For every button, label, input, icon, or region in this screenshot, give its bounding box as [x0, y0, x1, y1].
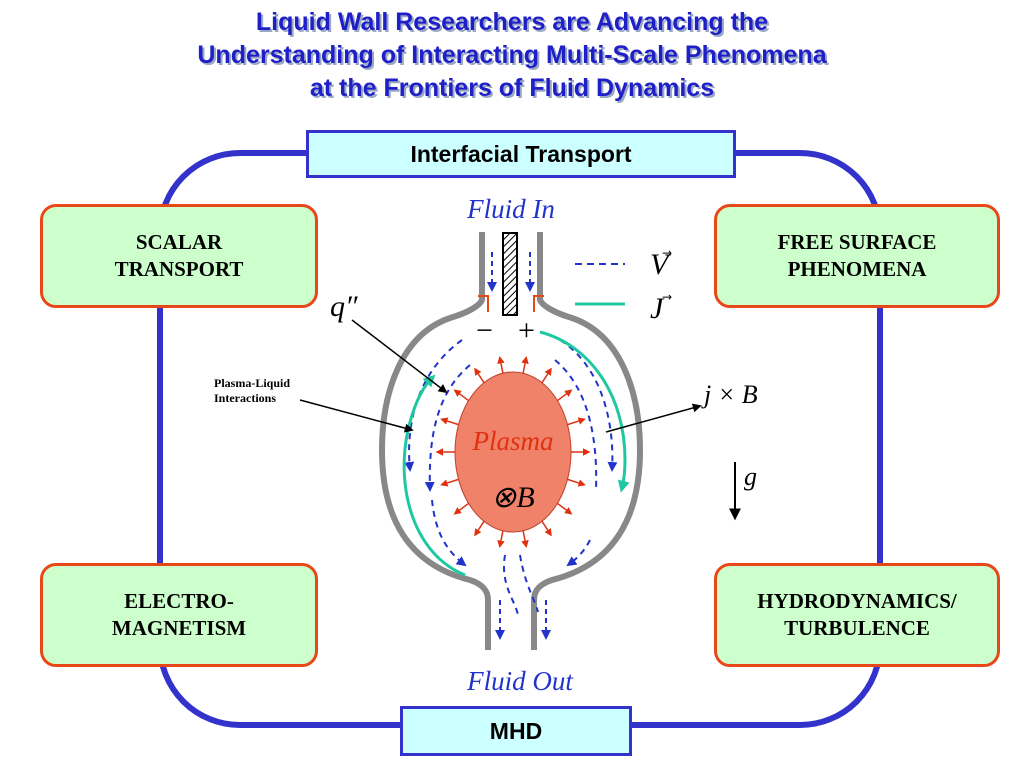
flow-line-outlet-center-2 [519, 554, 539, 613]
electromagnetism-line-1: ELECTRO- [124, 589, 234, 613]
flow-line-right-lower [566, 539, 591, 567]
heat-flux-arrow [453, 502, 470, 515]
fluid-out-label: Fluid Out [467, 666, 573, 696]
gravity-label: g [744, 462, 757, 491]
plasma-liquid-note-line-2: Interactions [214, 391, 276, 405]
heat-flux-arrow [567, 417, 586, 426]
current-line-left [402, 374, 466, 577]
heat-flux-arrow [497, 530, 505, 549]
heat-flux-arrow [556, 389, 573, 402]
heat-flux-arrows [435, 355, 591, 549]
heat-flux-arrow [521, 530, 529, 549]
scalar-transport-box: SCALAR TRANSPORT [40, 204, 318, 308]
minus-sign: − [476, 314, 493, 347]
legend-velocity-label: V [650, 248, 669, 281]
flow-line-left-lower [431, 499, 467, 567]
hydrodynamics-line-1: HYDRODYNAMICS/ [757, 589, 957, 613]
hydrodynamics-box: HYDRODYNAMICS/ TURBULENCE [714, 563, 1000, 667]
flow-line-left-inner [424, 364, 471, 492]
plasma-liquid-pointer [299, 399, 414, 433]
plasma-liquid-note: Plasma-Liquid Interactions [214, 376, 290, 406]
heat-flux-arrow [440, 478, 459, 487]
title-line-2: Understanding of Interacting Multi-Scale… [197, 41, 827, 69]
lorentz-force-label: j × B [704, 380, 758, 409]
plasma-label: Plasma [472, 426, 554, 456]
heat-flux-arrow [521, 355, 529, 374]
flow-line-right-inner [554, 359, 598, 491]
plus-sign: + [518, 314, 535, 347]
heat-flux-arrow [556, 502, 573, 515]
fluid-in-label: Fluid In [467, 194, 555, 224]
scalar-transport-line-1: SCALAR [135, 230, 223, 254]
heat-flux-pointer [351, 319, 448, 394]
magnetic-field-label: ⊗B [491, 481, 535, 514]
heat-flux-arrow [567, 478, 586, 487]
hydrodynamics-line-2: TURBULENCE [784, 616, 930, 640]
scalar-transport-line-2: TRANSPORT [114, 257, 244, 281]
flow-line-outlet-center [503, 554, 519, 616]
flow-line-right-outer [559, 339, 618, 472]
interfacial-transport-label: Interfacial Transport [306, 130, 736, 178]
heat-flux-arrow [440, 417, 459, 426]
free-surface-box: FREE SURFACE PHENOMENA [714, 204, 1000, 308]
current-line-right [539, 330, 630, 493]
electromagnetism-box: ELECTRO- MAGNETISM [40, 563, 318, 667]
electrode-left [478, 295, 489, 312]
vector-mark-v: → [662, 246, 673, 260]
slide-title: Liquid Wall Researchers are Advancing th… [0, 6, 1024, 105]
vector-mark-j: → [662, 290, 673, 304]
heat-flux-arrow [453, 389, 470, 402]
electrode-right [533, 295, 544, 312]
vessel-wall [379, 232, 491, 650]
inlet-plate [502, 232, 518, 316]
legend-current-label: J [650, 292, 664, 325]
electromagnetism-line-2: MAGNETISM [111, 616, 247, 640]
free-surface-line-1: FREE SURFACE [777, 230, 937, 254]
heat-flux-arrow [541, 520, 552, 537]
heat-flux-arrow [474, 367, 485, 384]
jxb-pointer [605, 403, 702, 433]
heat-flux-arrow [541, 367, 552, 384]
heat-flux-arrow [497, 355, 505, 374]
vessel-wall-right [531, 232, 643, 650]
mhd-label: MHD [400, 706, 632, 756]
title-line-3: at the Frontiers of Fluid Dynamics [309, 74, 715, 102]
free-surface-line-2: PHENOMENA [787, 257, 927, 281]
heat-flux-arrow [474, 520, 485, 537]
heat-flux-label: q″ [330, 290, 358, 323]
plasma-liquid-note-line-1: Plasma-Liquid [214, 376, 291, 390]
title-line-1: Liquid Wall Researchers are Advancing th… [255, 8, 769, 36]
